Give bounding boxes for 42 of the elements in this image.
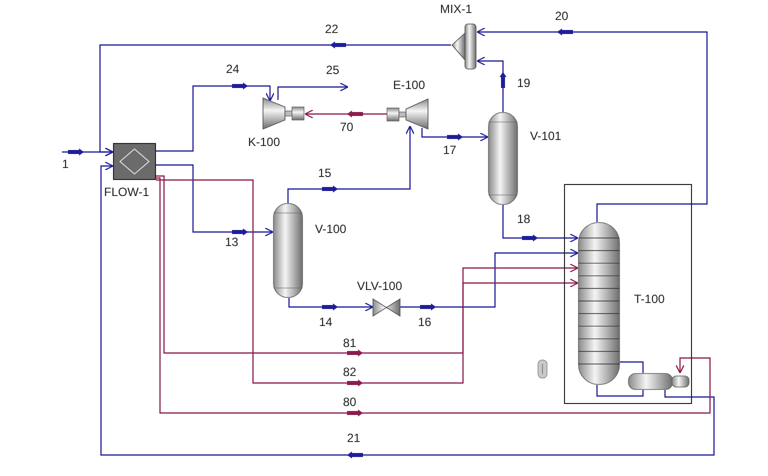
stream-number: 16 [418, 315, 432, 329]
stream-arrow [156, 175, 579, 356]
stream-arrow [100, 161, 715, 458]
equipment-label: MIX-1 [440, 2, 472, 16]
equipment-label: FLOW-1 [104, 185, 150, 199]
stream-number: 70 [340, 120, 354, 134]
stream-arrow [156, 177, 711, 416]
stream-arrow [476, 27, 708, 222]
stream-arrow [156, 82, 275, 152]
stream-arrow [476, 56, 506, 112]
stream-number: 19 [517, 76, 530, 90]
stream-arrow [502, 205, 579, 243]
equipment-label: T-100 [634, 292, 665, 306]
stream-arrow [288, 298, 374, 312]
stream-number: 20 [555, 9, 568, 23]
stream-number: 81 [343, 336, 356, 350]
stream-arrow [304, 109, 387, 119]
stream-number: 15 [318, 166, 332, 180]
equipment-label: K-100 [248, 135, 280, 149]
stream-arrow [400, 248, 579, 310]
stream-number: 24 [226, 62, 240, 76]
stream-number: 80 [343, 395, 356, 409]
stream-number: 25 [326, 63, 340, 77]
stream-number: 13 [225, 235, 238, 249]
equipment-label: VLV-100 [357, 279, 402, 293]
stream-arrow [156, 164, 274, 237]
stream-number: 14 [319, 315, 332, 329]
stream-number: 1 [62, 157, 69, 171]
stream-arrow [620, 361, 644, 373]
stream-arrow [421, 128, 489, 142]
stream-number: 21 [347, 431, 360, 445]
equipment-label: E-100 [393, 78, 426, 92]
stream-number: 22 [325, 22, 338, 36]
stream-arrow [277, 82, 349, 100]
stream-arrow [287, 125, 415, 203]
stream-number: 82 [343, 365, 356, 379]
equipment-label: V-101 [530, 129, 562, 143]
stream-arrow [99, 42, 451, 157]
stream-number: 17 [443, 143, 456, 157]
stream-arrow [156, 179, 579, 386]
stream-number: 18 [517, 212, 530, 226]
equipment-label: V-100 [315, 222, 346, 236]
